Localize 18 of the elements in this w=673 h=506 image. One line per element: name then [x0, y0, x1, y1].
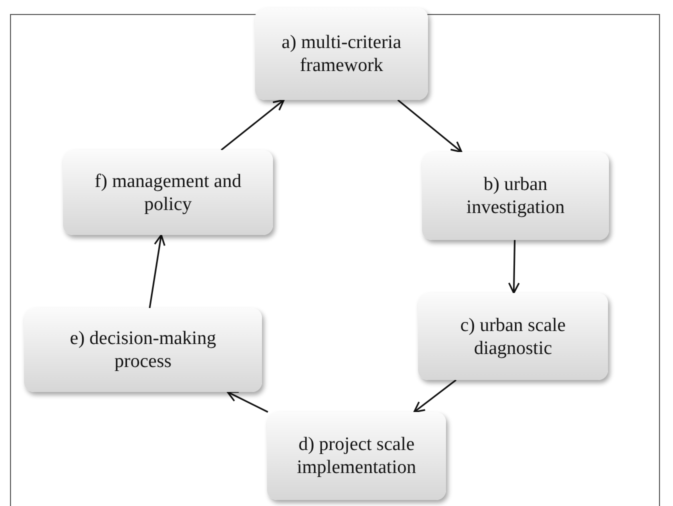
process-box: [255, 8, 428, 100]
process-box: [267, 412, 446, 500]
box-label: c) urban scale diagnostic: [459, 314, 567, 360]
box-label: a) multi-criteria framework: [280, 31, 402, 77]
process-box: [63, 150, 273, 235]
box-label: e) decision-making process: [68, 327, 218, 373]
box-label: f) management and policy: [94, 170, 242, 216]
arrow: [226, 391, 268, 413]
process-box: [418, 293, 608, 380]
arrow: [148, 234, 166, 308]
box-label: b) urban investigation: [465, 173, 566, 219]
arrow: [220, 99, 285, 151]
arrow: [508, 240, 520, 294]
process-box: [422, 152, 609, 240]
arrow: [397, 99, 462, 153]
process-box: [24, 308, 262, 392]
box-label: d) project scale implementation: [296, 433, 418, 479]
arrow: [413, 379, 457, 413]
